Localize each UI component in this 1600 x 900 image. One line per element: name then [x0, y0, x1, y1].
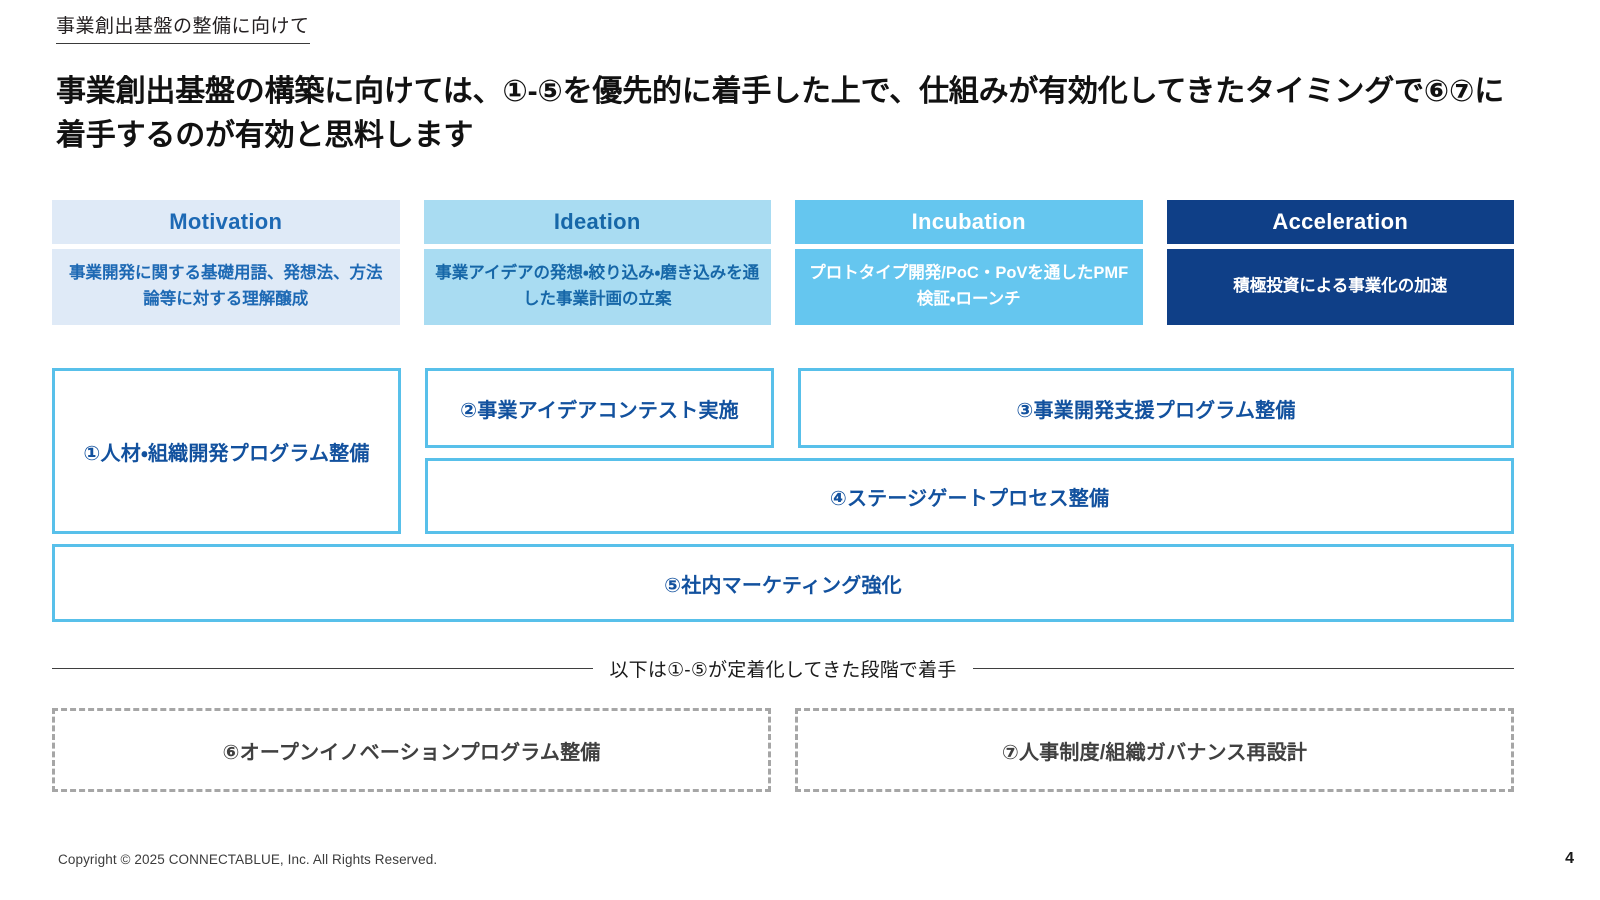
stage-column-ideation: Ideation 事業アイデアの発想・絞り込み・磨き込みを通した事業計画の立案	[423, 200, 771, 325]
initiative-box-2: ②事業アイデアコンテスト実施	[425, 368, 774, 448]
slide-kicker: 事業創出基盤の整備に向けて	[56, 16, 310, 44]
initiative-box-3: ③事業開発支援プログラム整備	[798, 368, 1514, 448]
divider-label: 以下は①-⑤が定着化してきた段階で着手	[609, 660, 957, 681]
initiative-box-1: ①人材・組織開発プログラム整備	[52, 368, 401, 534]
future-initiative-row: ⑥オープンイノベーションプログラム整備 ⑦人事制度/組織ガバナンス再設計	[52, 708, 1514, 792]
initiative-box-5: ⑤社内マーケティング強化	[52, 544, 1514, 622]
stage-title-ideation: Ideation	[423, 200, 771, 244]
stage-title-motivation: Motivation	[52, 200, 400, 244]
stage-column-acceleration: Acceleration 積極投資による事業化の加速	[1166, 200, 1514, 325]
stage-column-incubation: Incubation プロトタイプ開発/PoC・PoVを通したPMF検証・ローン…	[795, 200, 1143, 325]
footer-page-number: 4	[1565, 850, 1574, 867]
page-title: 事業創出基盤の構築に向けては、①-⑤を優先的に着手した上で、仕組みが有効化してき…	[56, 75, 1504, 152]
stage-description-ideation: 事業アイデアの発想・絞り込み・磨き込みを通した事業計画の立案	[423, 249, 771, 325]
stage-description-motivation: 事業開発に関する基礎用語、発想法、方法論等に対する理解醸成	[52, 249, 400, 325]
stage-title-acceleration: Acceleration	[1166, 200, 1514, 244]
section-divider: 以下は①-⑤が定着化してきた段階で着手	[52, 655, 1514, 682]
divider-rule-right	[972, 668, 1514, 669]
stage-description-acceleration: 積極投資による事業化の加速	[1166, 249, 1514, 325]
stage-column-motivation: Motivation 事業開発に関する基礎用語、発想法、方法論等に対する理解醸成	[52, 200, 400, 325]
stage-title-incubation: Incubation	[795, 200, 1143, 244]
footer-copyright: Copyright © 2025 CONNECTABLUE, Inc. All …	[58, 852, 438, 867]
divider-rule-left	[52, 668, 594, 669]
stage-header-row: Motivation 事業開発に関する基礎用語、発想法、方法論等に対する理解醸成…	[52, 200, 1514, 325]
initiative-box-4: ④ステージゲートプロセス整備	[425, 458, 1514, 534]
future-initiative-box-7: ⑦人事制度/組織ガバナンス再設計	[795, 708, 1514, 792]
stage-description-incubation: プロトタイプ開発/PoC・PoVを通したPMF検証・ローンチ	[795, 249, 1143, 325]
initiative-area: ①人材・組織開発プログラム整備 ②事業アイデアコンテスト実施 ③事業開発支援プロ…	[52, 368, 1514, 622]
future-initiative-box-6: ⑥オープンイノベーションプログラム整備	[52, 708, 771, 792]
